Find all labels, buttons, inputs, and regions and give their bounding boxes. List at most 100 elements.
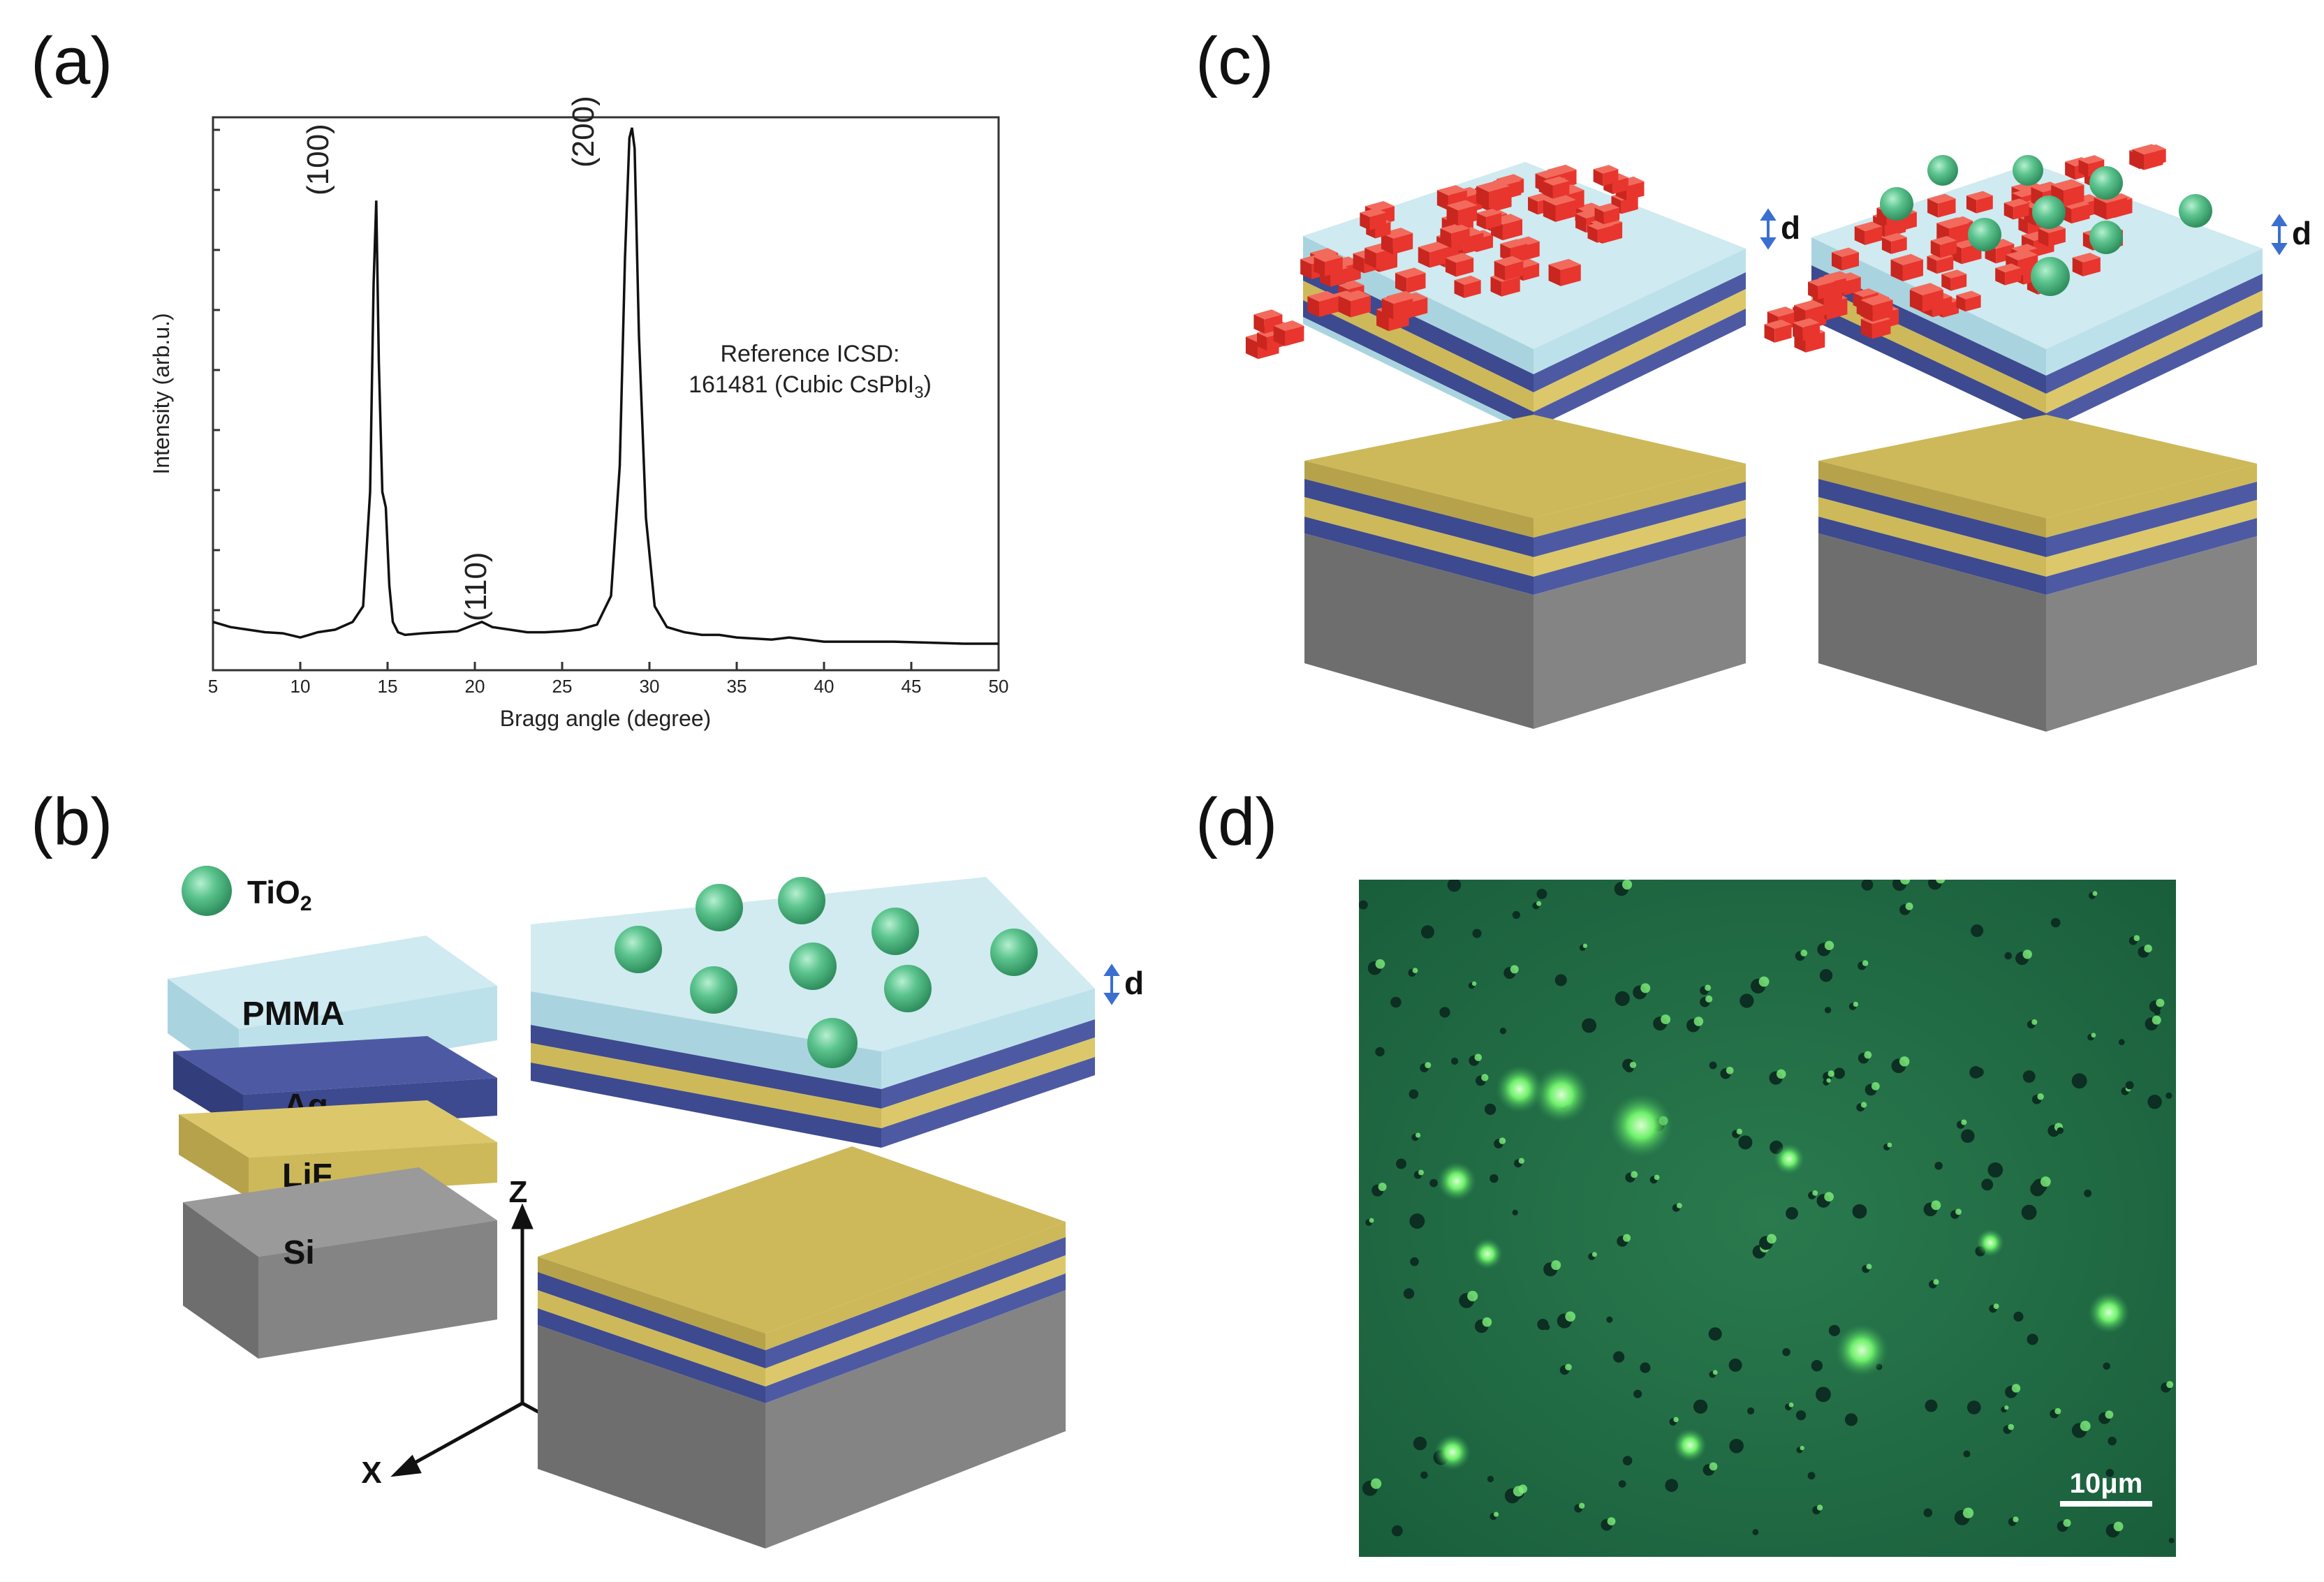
- perovskite-cube-face: [2034, 235, 2054, 258]
- micrograph-particles: [1359, 880, 2175, 1544]
- perovskite-cube-face: [1823, 288, 1843, 309]
- dark-particle: [1367, 961, 1382, 975]
- perovskite-cube-face: [1612, 177, 1628, 195]
- dark-particle: [1795, 951, 1805, 961]
- lif-layer-side: [249, 1142, 497, 1198]
- right-lower-top: [1818, 415, 2257, 518]
- perovskite-cube: [1476, 208, 1501, 218]
- dark-particle: [1588, 1252, 1596, 1260]
- dark-particle: [1410, 1257, 1419, 1266]
- particle-highlight: [1933, 1279, 1939, 1285]
- tio2-sphere: [789, 942, 837, 990]
- particle-highlight: [1705, 995, 1713, 1003]
- perovskite-cube-face: [1429, 246, 1449, 268]
- perovskite-cube: [1466, 230, 1494, 239]
- right-lif-side: [2046, 290, 2263, 413]
- perovskite-cube-face: [1965, 295, 1981, 312]
- dark-particle: [1612, 1351, 1625, 1363]
- particle-highlight: [1474, 1054, 1483, 1061]
- particle-highlight: [2113, 1521, 2124, 1532]
- perovskite-cube: [2072, 253, 2101, 263]
- perovskite-cube: [1795, 301, 1827, 312]
- perovskite-cube-face: [1802, 323, 1820, 341]
- dark-particle: [1892, 880, 1907, 892]
- dark-particle: [1622, 1456, 1633, 1465]
- dark-particle: [2003, 1425, 2012, 1434]
- particle-highlight: [1827, 1070, 1834, 1077]
- particle-highlight: [2004, 1405, 2009, 1410]
- tio2-sphere: [2179, 194, 2212, 228]
- perovskite-cube-face: [1381, 232, 1393, 255]
- perovskite-cube: [1793, 318, 1820, 328]
- ellipsis-dot: [801, 1200, 808, 1207]
- perovskite-cube-face: [1996, 244, 2015, 264]
- particle-highlight: [1777, 1069, 1786, 1079]
- particle-highlight: [1760, 1243, 1770, 1253]
- perovskite-cube: [1440, 223, 1470, 234]
- dark-particle: [1559, 1365, 1570, 1375]
- perovskite-cube: [2129, 145, 2157, 156]
- particle-highlight: [2105, 1410, 2114, 1419]
- dark-particle: [1961, 1129, 1975, 1144]
- tio2-sphere: [872, 908, 919, 955]
- perovskite-cube-face: [1548, 178, 1566, 196]
- ellipsis-dot: [2029, 427, 2035, 433]
- perovskite-cube-face: [1869, 309, 1881, 330]
- perovskite-cube-face: [1457, 205, 1478, 226]
- dark-particle: [1365, 1219, 1373, 1226]
- left-lower-lif2-front: [1304, 497, 1534, 577]
- lower-ag-front: [538, 1272, 765, 1368]
- perovskite-cube-face: [1314, 257, 1325, 276]
- particle-highlight: [1853, 1001, 1859, 1007]
- x-tick-label: 50: [989, 676, 1009, 697]
- perovskite-cube-face: [1538, 178, 1549, 196]
- perovskite-cube: [1814, 292, 1848, 304]
- perovskite-cube: [1876, 203, 1904, 213]
- perovskite-cube: [1262, 320, 1293, 332]
- perovskite-cube-face: [1365, 206, 1376, 226]
- dark-particle: [1816, 1194, 1831, 1208]
- perovskite-cube-face: [1513, 263, 1523, 281]
- dark-particle: [1844, 1413, 1858, 1426]
- perovskite-cube: [1510, 236, 1540, 247]
- perovskite-cube-face: [1795, 306, 1807, 327]
- perovskite-cube-face: [2065, 161, 2075, 180]
- perovskite-cube-face: [1873, 215, 1885, 238]
- dark-particle: [1420, 925, 1434, 939]
- perovskite-cube: [1436, 231, 1464, 241]
- perovskite-cube-face: [1393, 298, 1413, 320]
- dark-particle: [1987, 1162, 2003, 1178]
- left-lower-si-front: [1304, 533, 1534, 729]
- perovskite-cube: [1435, 245, 1461, 255]
- perovskite-cube-face: [2082, 198, 2101, 218]
- perovskite-cube-face: [1936, 256, 1954, 274]
- perovskite-cube-face: [2051, 184, 2064, 207]
- bright-cluster: [2088, 1292, 2130, 1333]
- dark-particle: [1770, 1140, 1784, 1154]
- perovskite-cube-face: [2027, 201, 2038, 221]
- right-lower-si-side: [2046, 536, 2257, 732]
- perovskite-cube-face: [1311, 259, 1330, 279]
- perovskite-cube-face: [1321, 253, 1339, 272]
- perovskite-cube: [1376, 303, 1409, 315]
- perovskite-cube-face: [1451, 228, 1470, 249]
- perovskite-cube: [1793, 302, 1823, 313]
- perovskite-cube-face: [1548, 264, 1561, 286]
- right-lower-lif-front: [1818, 461, 2046, 538]
- dark-particle: [1950, 1210, 1959, 1219]
- perovskite-cube-face: [1338, 285, 1348, 303]
- perovskite-cube: [2018, 212, 2044, 222]
- particle-highlight: [1788, 1402, 1794, 1407]
- perovskite-cube-face: [2093, 232, 2110, 251]
- perovskite-cube: [2103, 193, 2133, 204]
- peak-labels: (100)(110)(200): [301, 96, 601, 621]
- particle-highlight: [1551, 1260, 1561, 1271]
- perovskite-cube-face: [1258, 337, 1279, 360]
- perovskite-cube-face: [1440, 228, 1452, 249]
- perovskite-cube-face: [1793, 306, 1804, 328]
- perovskite-cube: [1911, 283, 1942, 294]
- dark-particle: [2105, 1469, 2115, 1477]
- right-ag-side: [2046, 274, 2263, 394]
- particle-highlight: [1499, 1137, 1506, 1144]
